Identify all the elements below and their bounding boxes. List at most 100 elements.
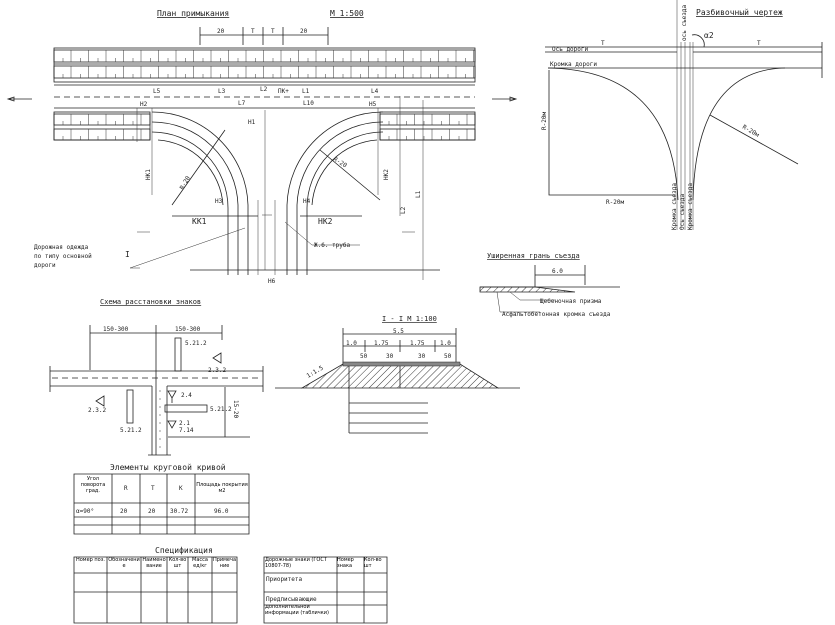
sign-triangle-icon	[212, 352, 222, 364]
sign-placement-scheme: Схема расстановки знаков 5.21.2 2.3.2 2.…	[49, 298, 264, 456]
curb-block	[441, 114, 450, 125]
curb-block	[447, 50, 457, 62]
header-sign-qty: Кол-во шт	[364, 557, 382, 569]
label-r20-right: R-20	[332, 156, 348, 170]
curb-block	[272, 66, 282, 78]
curb-block	[430, 66, 439, 78]
detail-width: 6.0	[552, 268, 563, 275]
section-mark: I	[125, 250, 130, 259]
header-area: Площадь покрытия м2	[196, 482, 248, 494]
curb-block	[395, 50, 404, 62]
sign-label: 2.1	[179, 420, 190, 427]
curb-block	[290, 50, 299, 62]
header-mass: Масса ед/кг	[192, 557, 208, 569]
layout-t-right: Т	[757, 40, 761, 47]
dim-t-left: Т	[251, 28, 255, 35]
curb-block	[377, 66, 387, 78]
section-part: 1.0	[346, 340, 357, 347]
detail-note-edge: Асфальтобетонная кромка съезда	[502, 311, 611, 318]
section-title: I - I М 1:100	[382, 315, 437, 323]
curb-block	[237, 66, 247, 78]
curb-block	[255, 66, 264, 78]
curb-block	[360, 50, 369, 62]
curb-block	[406, 129, 415, 140]
curb-block	[430, 50, 439, 62]
sign-row-additional: Дополнительной информации (таблички)	[265, 605, 329, 616]
header-angle: Угол поворота град.	[80, 476, 106, 494]
curb-block	[80, 66, 89, 78]
cell-r: 20	[120, 508, 128, 515]
arrow-left-icon	[6, 96, 32, 102]
curb-row	[53, 113, 151, 126]
cell-area: 96.0	[214, 508, 229, 515]
pavement-note-line1: Дорожная одежда	[34, 244, 89, 251]
curb-block	[115, 129, 124, 140]
widening-detail: Уширенная грань съезда 6.0 Щебеночная пр…	[479, 252, 620, 318]
curb-block	[167, 50, 177, 62]
dim-20-right: 20	[300, 28, 308, 35]
sign-label: 5.21.2	[185, 340, 207, 347]
label-l1: L1	[302, 88, 310, 95]
exit-axis-label-bottom: Ось съезда	[679, 193, 686, 230]
curve-table-title: Элементы круговой кривой	[110, 463, 226, 472]
lower-shoulder-blocks	[53, 113, 476, 141]
label-h1: Н1	[248, 119, 256, 126]
header-qty: Кол-во шт	[168, 557, 187, 569]
road-axis-label: Ось дороги	[552, 46, 589, 53]
curb-block	[115, 114, 124, 125]
sign-label: 2.4	[181, 392, 192, 399]
radius-vertical-label: R-20м	[541, 112, 548, 130]
curb-block	[62, 50, 72, 62]
curb-row	[379, 128, 476, 141]
curb-block	[62, 114, 72, 125]
pavement-note-line2: по типу основной	[34, 253, 92, 260]
radius-horizontal-label: R-20м	[606, 199, 624, 206]
header-name: Наименование	[142, 557, 166, 569]
section-part: 1.75	[374, 340, 389, 347]
curb-block	[412, 50, 422, 62]
curb-block	[406, 114, 415, 125]
curb-block	[80, 114, 89, 125]
curb-block	[167, 66, 177, 78]
label-l2-vertical: L2	[400, 206, 407, 214]
curb-block	[447, 66, 457, 78]
section-total-width: 5.5	[393, 328, 404, 335]
layout-title: Разбивочный чертеж	[696, 7, 783, 17]
pavement-note-line3: дороги	[34, 262, 56, 269]
curb-block	[360, 66, 369, 78]
header-designation: Обозначение	[108, 557, 140, 569]
label-r20-left: R-20	[179, 175, 192, 191]
section-slope: 30	[386, 353, 394, 360]
label-kk1: КК1	[192, 217, 207, 226]
curb-block	[132, 66, 142, 78]
curb-block	[465, 66, 474, 78]
section-part: 1.0	[440, 340, 451, 347]
curb-block	[97, 114, 107, 125]
curb-block	[465, 50, 474, 62]
sign-row-priority: Приоритета	[266, 576, 303, 583]
label-h5: Н5	[369, 101, 377, 108]
sign-plate	[164, 404, 208, 413]
sign-priority-icon	[167, 420, 177, 429]
angle-label: α2	[704, 31, 714, 40]
sign-label: 2.3.2	[208, 367, 226, 374]
sign-label: 5.21.2	[210, 406, 232, 413]
curb-block	[342, 50, 352, 62]
dim-20-left: 20	[217, 28, 225, 35]
exit-curves	[129, 96, 440, 280]
curb-block	[97, 129, 107, 140]
label-nk2: НК2	[318, 217, 333, 226]
curb-block	[80, 129, 89, 140]
road-shoulder-blocks	[53, 49, 476, 79]
sign-triangle-icon	[95, 395, 105, 407]
curb-block	[342, 66, 352, 78]
curb-block	[97, 66, 107, 78]
header-note: Примечание	[212, 557, 237, 569]
label-h3: Н3	[215, 198, 223, 205]
exit-edge-label-right: Кромка съезда	[687, 183, 694, 230]
curb-block	[202, 50, 212, 62]
curb-block	[220, 50, 229, 62]
label-l7: L7	[238, 100, 246, 107]
cross-section: I - I М 1:100 5.5 1.0 1.75 1.75 1.0 50 3…	[275, 315, 520, 434]
header-k: K	[179, 485, 183, 492]
